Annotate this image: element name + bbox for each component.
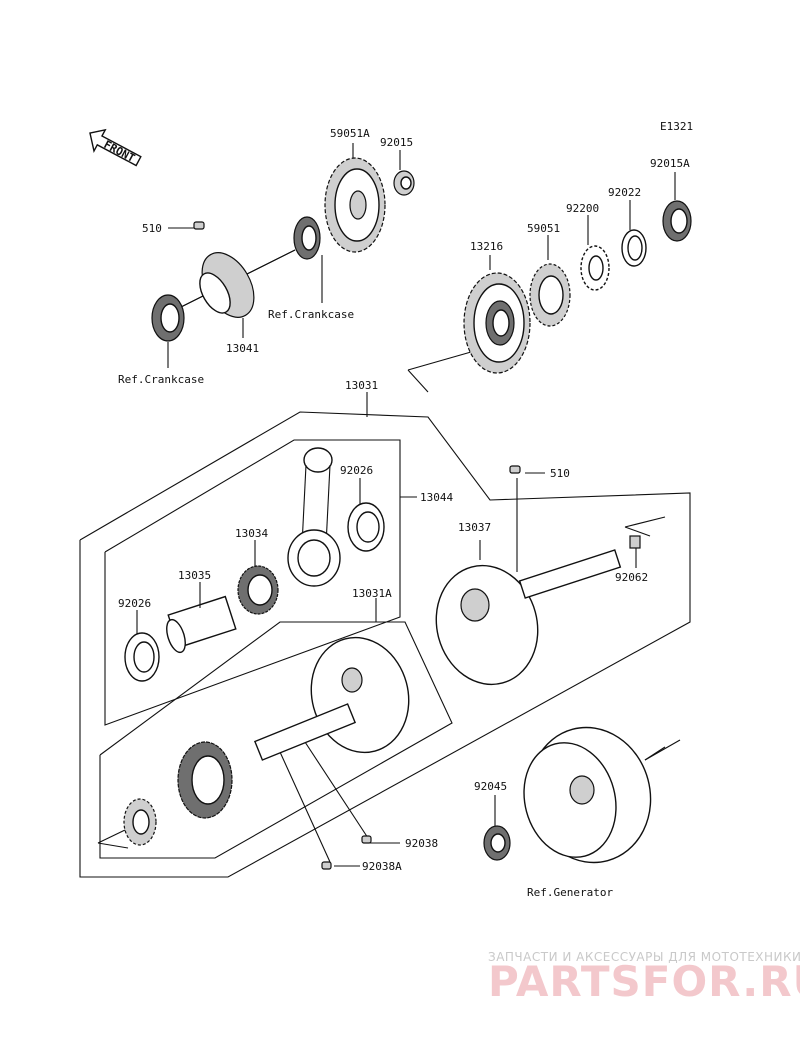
bearing-92045 — [483, 795, 511, 861]
label-92026-upper: 92026 — [340, 464, 373, 477]
label-92038A: 92038A — [362, 860, 402, 873]
washer-92026-lower — [124, 610, 160, 682]
label-13216: 13216 — [470, 240, 503, 253]
label-13035: 13035 — [178, 569, 211, 582]
gear-13216 — [463, 255, 531, 374]
part-labels: E1321 59051A 92015 510 92015A 92022 9220… — [118, 120, 693, 899]
ref-crankcase-1: Ref.Crankcase — [268, 308, 354, 321]
balancer-shaft-13041 — [174, 249, 296, 338]
washer-92200 — [580, 215, 610, 291]
sprocket — [123, 798, 157, 846]
generator-rotor — [523, 726, 652, 864]
label-510-mid: 510 — [550, 467, 570, 480]
label-92026-lower: 92026 — [118, 597, 151, 610]
washer-92022 — [621, 200, 647, 267]
label-59051A: 59051A — [330, 127, 370, 140]
nut-92015A — [662, 172, 692, 242]
label-13034: 13034 — [235, 527, 268, 540]
frame-lines — [79, 227, 691, 878]
label-59051: 59051 — [527, 222, 560, 235]
label-92015A: 92015A — [650, 157, 690, 170]
washer-92026-upper — [347, 478, 385, 552]
ref-crankcase-2: Ref.Crankcase — [118, 373, 204, 386]
key-510-top — [193, 221, 205, 230]
conrod — [287, 447, 341, 587]
bearing-crank-left — [177, 741, 233, 819]
bearing-right — [293, 216, 323, 303]
watermark-brand: PARTSFOR.RU — [488, 957, 800, 1006]
label-92062: 92062 — [615, 571, 648, 584]
label-92045: 92045 — [474, 780, 507, 793]
crank-half-13037 — [435, 540, 622, 686]
label-92022: 92022 — [608, 186, 641, 199]
label-92200: 92200 — [566, 202, 599, 215]
pin-13035 — [166, 582, 237, 654]
label-510-top: 510 — [142, 222, 162, 235]
bearing-left — [151, 294, 185, 368]
watermark: ЗАПЧАСТИ И АКСЕССУАРЫ ДЛЯ МОТОТЕХНИКИ PA… — [488, 950, 800, 1006]
diagram-code: E1321 — [660, 120, 693, 133]
front-label: FRONT — [102, 138, 138, 165]
crank-half-13031A — [253, 636, 410, 761]
key-510-mid — [509, 465, 521, 474]
gear-59051A — [324, 143, 386, 253]
label-13037: 13037 — [458, 521, 491, 534]
label-13031: 13031 — [345, 379, 378, 392]
label-13031A: 13031A — [352, 587, 392, 600]
key-92038 — [361, 835, 372, 844]
ref-generator: Ref.Generator — [527, 886, 613, 899]
label-92015: 92015 — [380, 136, 413, 149]
label-13041: 13041 — [226, 342, 259, 355]
label-92038: 92038 — [405, 837, 438, 850]
gear-59051 — [529, 235, 571, 327]
watermark-tagline: ЗАПЧАСТИ И АКСЕССУАРЫ ДЛЯ МОТОТЕХНИКИ — [488, 950, 800, 964]
front-arrow-icon: FRONT — [89, 128, 142, 167]
nut-92062 — [629, 535, 641, 568]
key-92038A — [321, 861, 332, 870]
label-13044: 13044 — [420, 491, 453, 504]
nut-92015 — [393, 150, 415, 196]
bearing-13034 — [237, 540, 279, 615]
